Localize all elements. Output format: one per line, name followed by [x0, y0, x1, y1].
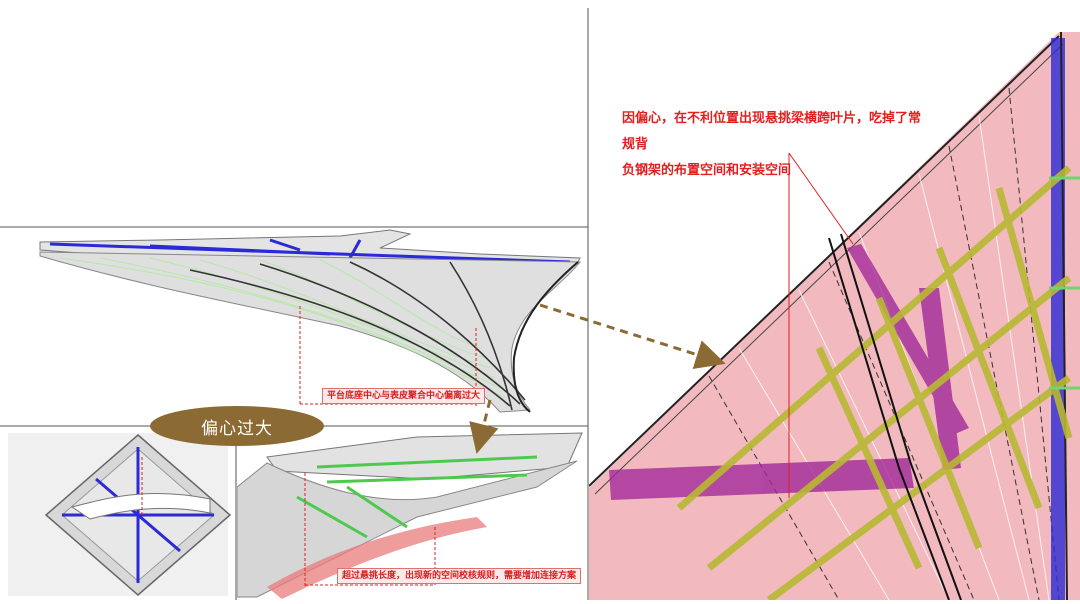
detail-note: 因偏心，在不利位置出现悬挑梁横跨叶片，吃掉了常规背 负钢架的布置空间和安装空间 — [622, 106, 932, 184]
perspective-red-skin — [267, 517, 487, 599]
plan-view-drawing — [8, 433, 232, 596]
blank-panel — [0, 8, 588, 227]
detail-note-line1: 因偏心，在不利位置出现悬挑梁横跨叶片，吃掉了常规背 — [622, 111, 922, 152]
detail-green-nodes — [1049, 176, 1080, 390]
perspective-panel: 超过悬挑长度，出现新的空间校核规则，需要增加连接方案 — [236, 427, 588, 600]
detail-note-line2: 负钢架的布置空间和安装空间 — [622, 163, 792, 178]
funnel-mesh — [59, 257, 506, 399]
elevation-drawing — [39, 229, 582, 413]
detail-drawing — [588, 31, 1080, 603]
funnel-shell — [39, 251, 582, 413]
elevation-panel: 平台底座中心与表皮聚合中心偏离过大 — [0, 228, 588, 426]
perspective-drawing — [236, 432, 583, 599]
eccentricity-badge: 偏心过大 — [150, 406, 324, 446]
cantilever-note: 超过悬挑长度，出现新的空间校核规则，需要增加连接方案 — [337, 568, 582, 584]
funnel-dark-lines — [189, 261, 526, 411]
detail-panel: 因偏心，在不利位置出现悬挑梁横跨叶片，吃掉了常规背 负钢架的布置空间和安装空间 — [588, 8, 1080, 603]
detail-olive-grid — [676, 165, 1073, 603]
detail-leaf-edges — [828, 233, 962, 601]
plan-walkway — [70, 493, 211, 520]
perspective-green-beams — [296, 455, 538, 539]
plan-view-panel — [0, 427, 236, 600]
eccentricity-note: 平台底座中心与表皮聚合中心偏离过大 — [322, 388, 486, 404]
deck-blue-beams — [49, 238, 571, 264]
